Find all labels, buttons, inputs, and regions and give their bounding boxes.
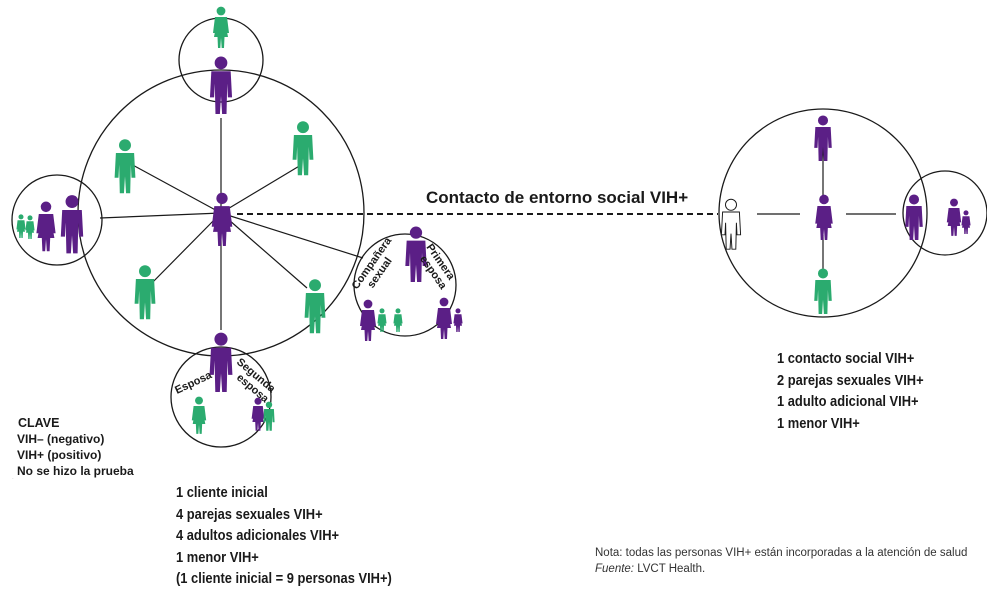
child-positive-icon [25, 215, 35, 239]
social-contact-circle [718, 108, 928, 318]
summary-line: (1 cliente inicial = 9 personas VIH+) [176, 570, 392, 587]
summary-line: 4 parejas sexuales VIH+ [176, 505, 323, 523]
man-untested-icon [9, 478, 14, 479]
woman-negative-icon [436, 297, 452, 339]
child-positive-icon [16, 214, 26, 238]
summary-line: 4 adultos adicionales VIH+ [176, 527, 340, 544]
label-esposa: Esposa [173, 369, 214, 397]
connector-label: Contacto de entorno social VIH+ [426, 188, 688, 207]
woman-negative-icon [360, 299, 376, 341]
social-family-circle [902, 170, 987, 256]
man-negative-icon [209, 332, 233, 392]
summary-line: 1 cliente inicial [176, 484, 268, 501]
man-negative-icon [60, 195, 84, 254]
man-negative-icon [209, 56, 233, 114]
man-positive-icon [292, 121, 314, 176]
child-negative-icon [453, 308, 463, 332]
source-line: Fuente: LVCT Health. [595, 561, 967, 577]
woman-negative-icon [36, 201, 56, 252]
footnote: Nota: todas las personas VIH+ están inco… [595, 545, 967, 577]
child-negative-icon [961, 210, 971, 234]
summary-line: 1 contacto social VIH+ [777, 350, 915, 367]
man-untested-icon [720, 198, 742, 250]
legend-label: VIH– (negativo) [17, 432, 105, 446]
woman-positive-icon [191, 396, 207, 434]
man-positive-icon [304, 279, 326, 334]
legend-label: No se hizo la prueba [17, 464, 134, 478]
legend-item: No se hizo la prueba [4, 463, 134, 479]
source-prefix: Fuente: [595, 563, 634, 575]
man-positive-icon [114, 139, 136, 194]
woman-positive-icon [213, 6, 229, 48]
note-text: Nota: todas las personas VIH+ están inco… [595, 547, 968, 559]
legend-item: VIH– (negativo) [4, 431, 134, 447]
child-positive-icon [393, 308, 403, 332]
man-negative-icon [405, 226, 427, 282]
summary-line: 1 menor VIH+ [777, 414, 860, 432]
woman-negative-icon [4, 431, 14, 447]
connector-lines [99, 118, 896, 330]
woman-negative-icon [815, 194, 833, 240]
source-text: LVCT Health. [637, 563, 706, 575]
left-summary: 1 cliente inicial 4 parejas sexuales VIH… [176, 482, 392, 590]
woman-positive-icon [4, 447, 14, 463]
legend: CLAVE VIH– (negativo) VIH+ (positivo) No… [4, 415, 134, 479]
woman-negative-index-client-icon [211, 192, 233, 246]
summary-line: 1 menor VIH+ [176, 548, 259, 566]
woman-negative-icon [946, 198, 962, 236]
summary-line: 1 adulto adicional VIH+ [777, 393, 919, 410]
right-summary: 1 contacto social VIH+ 2 parejas sexuale… [777, 348, 924, 434]
left-circle [11, 174, 103, 266]
legend-title: CLAVE [18, 416, 60, 430]
bottom-circle [170, 346, 272, 448]
man-positive-icon [263, 401, 275, 431]
summary-line: 2 parejas sexuales VIH+ [777, 371, 924, 389]
man-positive-icon [814, 268, 832, 314]
legend-item: VIH+ (positivo) [4, 447, 134, 463]
legend-label: VIH+ (positivo) [17, 448, 102, 462]
right-circle [353, 233, 457, 337]
man-positive-icon [134, 265, 156, 320]
